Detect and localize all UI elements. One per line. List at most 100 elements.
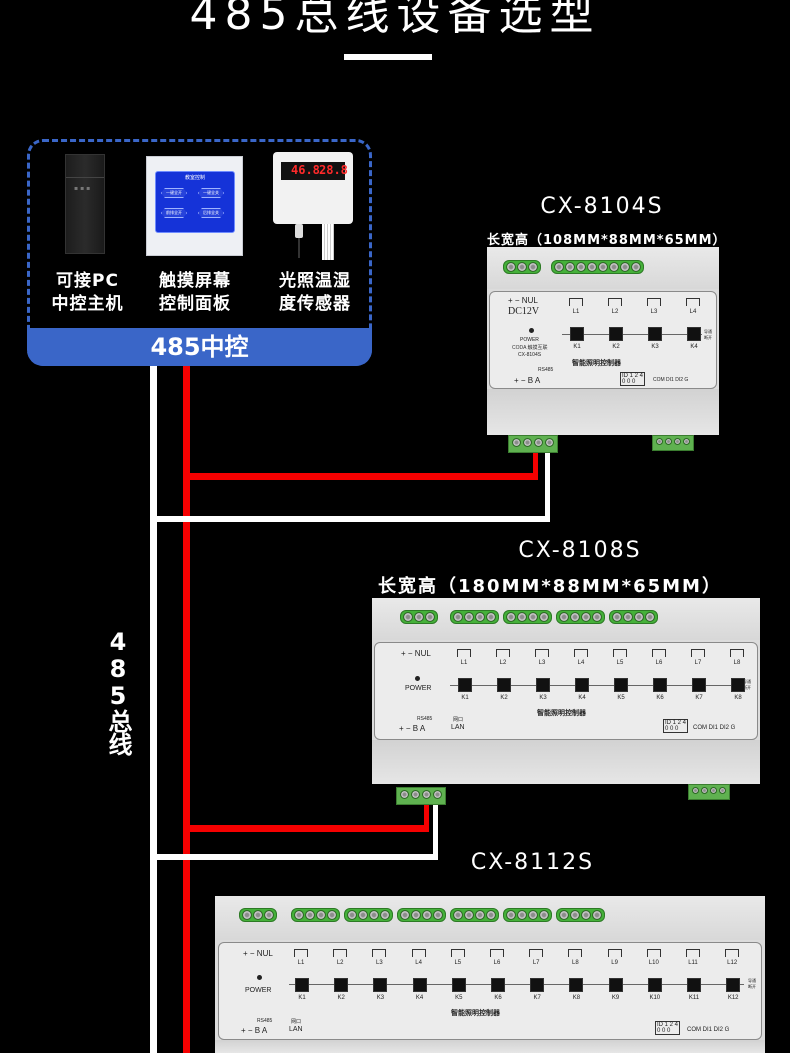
relay-contact-icon [333,949,348,957]
relay-switch-button[interactable] [614,678,628,692]
relay-label: K3 [539,695,547,701]
relay-label: K3 [651,344,659,350]
relay-switch-button[interactable] [692,678,706,692]
module-2-product-name: 智能照明控制器 [537,710,586,717]
load-label: L2 [611,309,619,315]
relay-switch-button[interactable] [334,978,349,992]
relay-switch-button[interactable] [731,678,745,692]
relay-label: K7 [533,995,541,1001]
relay-switch-button[interactable] [491,978,505,992]
bus-wire-a-branch-1 [150,516,550,522]
bus-wire-b-trunk [183,366,190,1053]
touch-panel-button: 一键全关 [198,188,224,198]
relay-switch-button[interactable] [536,678,550,692]
relay-switch-button[interactable] [530,978,545,992]
module-1-faceplate: + − NUL DC12V POWER CODA 触摸互联 CX-8104S 智… [489,291,717,389]
bus-wire-a-drop-2 [433,800,438,860]
relay-label: K7 [695,695,703,701]
relay-switch-button[interactable] [458,678,472,692]
relay-switch-button[interactable] [647,978,662,992]
touch-panel-button: 一键全开 [161,188,187,198]
relay-switch-button[interactable] [373,978,388,992]
relay-switch-button[interactable] [575,678,589,692]
touch-panel-label-line2: 控制面板 [159,294,231,314]
module-2-rs485-connector [396,787,446,805]
relay-switch-button[interactable] [608,978,623,992]
relay-contact-icon [529,949,544,957]
load-label: L8 [572,960,579,966]
module-2-faceplate: + − NUL POWER 智能照明控制器 RS485 + − B A 网口 L… [374,642,758,740]
module-1-io-connector [652,435,694,451]
relay-switch-button[interactable] [295,978,309,992]
bus-wire-a-branch-2 [150,854,438,860]
relay-contact-icon [457,649,471,657]
load-label: L3 [376,960,383,966]
load-label: L4 [415,960,422,966]
module-2-power-label: POWER [405,685,432,692]
relay-contact-icon [725,949,740,957]
touch-panel-screen-title: 教室控制 [184,175,205,181]
module-3-product-name: 智能照明控制器 [451,1010,500,1017]
pc-host-label-line1: 可接PC [56,271,119,291]
relay-label: K4 [690,344,698,350]
relay-switch-button[interactable] [609,327,623,341]
touch-panel-screen: 教室控制 一键全开 一键全关 前排全开 后排全关 [155,171,235,233]
humidity-readout: 46.8 [291,163,320,177]
load-label: L5 [454,960,462,966]
module-2-lan-label-cn: 网口 [453,717,464,723]
relay-switch-button[interactable] [687,978,701,992]
relay-switch-button[interactable] [497,678,511,692]
module-3-power-label: POWER [245,987,272,994]
touch-panel-label-line1: 触摸屏幕 [159,271,231,291]
page-title: 485总线设备选型 [189,0,601,40]
load-label: L1 [460,660,468,666]
module-3-state-label: 导通 断开 [748,978,756,989]
relay-contact-icon [535,649,549,657]
module-2-dimensions: 长宽高（180MM*88MM*65MM） [378,576,722,597]
module-1-brand: CODA 触摸互联 [512,345,548,351]
module-3-lan-label: LAN [289,1026,303,1033]
load-label: L7 [694,660,702,666]
relay-switch-button[interactable] [726,978,741,992]
relay-contact-icon [691,649,705,657]
module-2-power-terms: + − NUL [401,649,431,658]
relay-switch-button[interactable] [648,327,662,341]
module-2-io-connector [688,784,730,800]
touch-panel-label: 触摸屏幕 控制面板 [145,270,245,316]
relay-label: K8 [572,995,581,1001]
pc-host-label-line2: 中控主机 [51,294,124,314]
load-label: L3 [650,309,658,315]
module-2-state-label: 导通 断开 [743,679,751,690]
relay-contact-icon [568,949,583,957]
module-3-lan-label-cn: 网口 [291,1019,302,1025]
relay-label: K5 [455,995,463,1001]
load-label: L4 [577,660,585,666]
relay-label: K1 [461,695,469,701]
relay-switch-button[interactable] [653,678,667,692]
module-1-power-label: POWER [520,337,539,343]
relay-label: K8 [734,695,742,701]
relay-label: K9 [611,995,620,1001]
relay-label: K2 [337,995,345,1001]
bus-wire-b-branch-2 [183,825,429,832]
relay-switch-button[interactable] [570,327,584,341]
load-label: L9 [611,960,618,966]
relay-label: K2 [612,344,620,350]
module-3-io-terms: COM DI1 DI2 G [687,1027,730,1033]
module-1-rs485-terms: + − B A [514,376,541,385]
touch-panel-icon: 教室控制 一键全开 一键全关 前排全开 后排全关 [146,156,243,256]
relay-switch-button[interactable] [569,978,584,992]
relay-switch-button[interactable] [451,978,466,992]
relay-contact-icon [686,949,700,957]
relay-switch-button[interactable] [687,327,701,341]
load-label: L11 [688,960,698,966]
module-3-power-terms: + − NUL [243,949,273,958]
bus-wire-a-trunk [150,366,157,1053]
sensor-display: 46.8 28.8 [281,162,348,180]
relay-contact-icon [686,298,700,306]
load-label: L8 [733,660,741,666]
relay-switch-button[interactable] [412,978,427,992]
module-2-io-terms: COM DI1 DI2 G [693,725,736,731]
